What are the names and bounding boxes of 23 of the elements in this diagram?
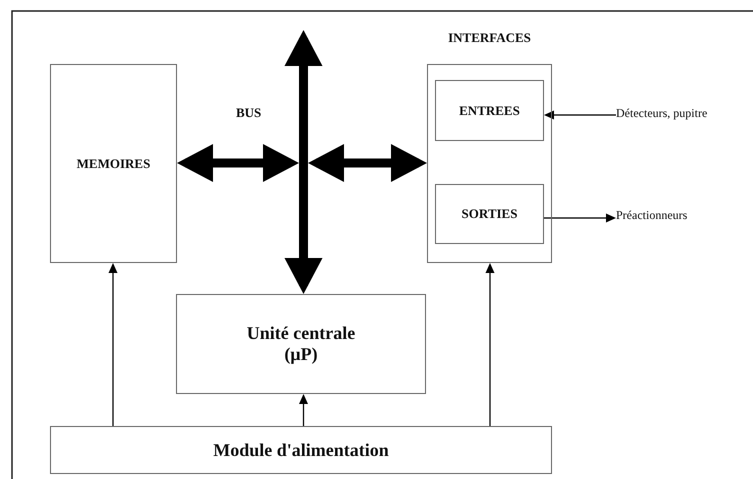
block-label: MEMOIRES [76, 156, 150, 172]
arrow [486, 263, 494, 426]
block-box [435, 184, 544, 244]
arrow [108, 263, 118, 426]
block-label: ENTREES [459, 102, 520, 118]
bus-arrow [284, 257, 322, 294]
bus-arrow [284, 30, 322, 100]
arrow [544, 214, 616, 222]
block-box [50, 426, 552, 474]
block-box [435, 80, 544, 141]
bus-arrow [308, 144, 427, 182]
block-label: Unité centrale (µP) [246, 323, 356, 365]
arrow [544, 110, 616, 120]
bus-arrow [177, 144, 299, 182]
group-heading: INTERFACES [447, 30, 532, 46]
block-box [176, 294, 426, 394]
block-label: Module d'alimentation [213, 440, 389, 460]
bus-label: BUS [236, 105, 262, 121]
arrow [299, 394, 308, 426]
text-label: Détecteurs, pupitre [616, 106, 751, 124]
text-label: Préactionneurs [616, 208, 716, 226]
block-box [50, 64, 177, 263]
block-label: SORTIES [462, 206, 518, 222]
